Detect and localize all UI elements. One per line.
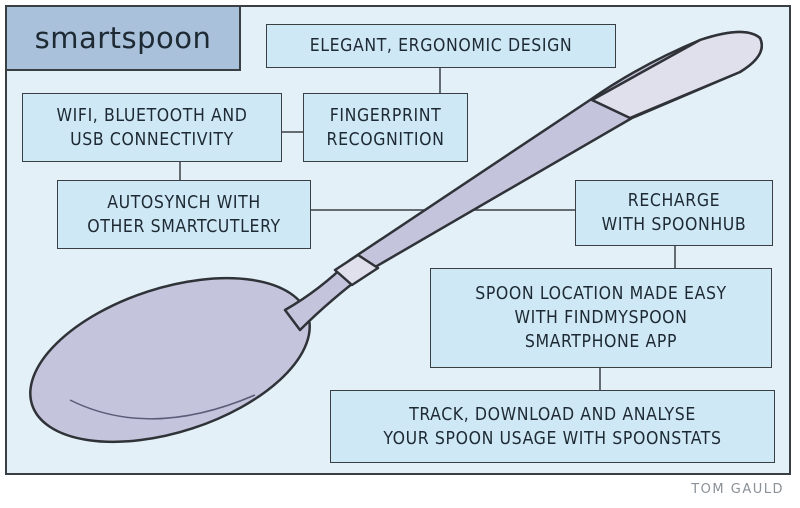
spoon-bowl-shading [69,394,256,420]
spoon-bowl [29,276,311,444]
spoon-band-edge [591,99,631,119]
feature-line: SMARTPHONE APP [524,332,678,352]
feature-ergonomic-design: ELEGANT, ERGONOMIC DESIGN [266,24,616,68]
feature-line: RECHARGE [627,191,721,211]
feature-line: TRACK, DOWNLOAD AND ANALYSE [409,404,696,425]
feature-spoonstats: TRACK, DOWNLOAD AND ANALYSE YOUR SPOON U… [330,390,775,463]
feature-line: RECOGNITION [326,129,445,150]
feature-recharge: RECHARGE WITH SPOONHUB [575,180,773,246]
feature-autosynch: AUTOSYNCH WITH OTHER SMARTCUTLERY [57,180,311,249]
feature-line: WITH SPOONHUB [601,215,747,235]
feature-location: SPOON LOCATION MADE EASY WITH FINDMYSPOO… [430,268,772,368]
feature-line: OTHER SMARTCUTLERY [87,216,281,237]
spoon-illustration [29,30,763,444]
spoon-band-upper [590,30,763,120]
title-text: smartspoon [34,21,212,55]
feature-line: YOUR SPOON USAGE WITH SPOONSTATS [383,428,722,449]
title-box: smartspoon [5,5,241,71]
feature-line: ELEGANT, ERGONOMIC DESIGN [309,36,573,56]
feature-line: WIFI, BLUETOOTH AND [56,105,248,126]
feature-line: FINGERPRINT [329,105,442,126]
feature-line: SPOON LOCATION MADE EASY [475,284,727,304]
artist-credit: TOM GAULD [691,482,784,497]
feature-connectivity: WIFI, BLUETOOTH AND USB CONNECTIVITY [22,93,282,162]
feature-line: USB CONNECTIVITY [70,129,234,150]
feature-line: AUTOSYNCH WITH [107,192,261,213]
feature-fingerprint: FINGERPRINT RECOGNITION [303,93,468,162]
spoon-band-lower [333,253,380,287]
feature-line: WITH FINDMYSPOON [514,308,688,328]
